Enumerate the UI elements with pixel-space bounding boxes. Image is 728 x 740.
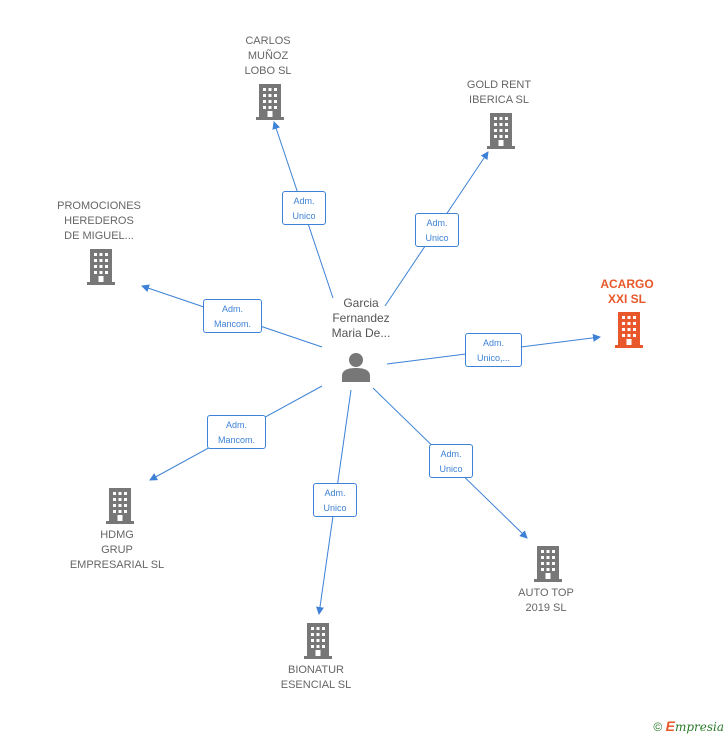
label-line: MUÑOZ <box>247 50 289 62</box>
building-icon[interactable] <box>532 546 564 582</box>
relation-line: Unico <box>292 211 316 221</box>
building-icon[interactable] <box>104 488 136 524</box>
company-label-hdmg[interactable]: HDMG GRUP EMPRESARIAL SL <box>70 528 164 573</box>
building-icon[interactable] <box>302 623 334 659</box>
relation-box-acargo[interactable]: Adm. Unico,... <box>465 333 522 367</box>
label-line: ESENCIAL SL <box>280 679 352 691</box>
relation-line: Unico <box>425 233 449 243</box>
building-icon[interactable] <box>85 249 117 285</box>
relation-line: Adm. <box>225 420 247 430</box>
relation-line: Unico,... <box>476 353 510 363</box>
brand-initial: E <box>665 718 675 734</box>
company-label-promociones[interactable]: PROMOCIONES HEREDEROS DE MIGUEL... <box>57 199 141 244</box>
relation-line: Adm. <box>324 488 346 498</box>
label-line: 2019 SL <box>525 602 567 614</box>
label-line: ACARGO <box>600 277 654 291</box>
building-icon[interactable] <box>485 113 517 149</box>
company-label-acargo[interactable]: ACARGO XXI SL <box>600 277 653 307</box>
label-line: BIONATUR <box>287 664 345 676</box>
center-name-line: Garcia <box>343 296 379 310</box>
relation-line: Unico <box>323 503 347 513</box>
company-label-autotop[interactable]: AUTO TOP 2019 SL <box>518 586 574 616</box>
relation-line: Unico <box>439 464 463 474</box>
relation-box-goldrent[interactable]: Adm. Unico <box>415 213 459 247</box>
relation-line: Mancom. <box>213 319 251 329</box>
center-name-line: Fernandez <box>332 311 390 325</box>
label-line: HDMG <box>100 529 134 541</box>
copyright-symbol: © <box>653 720 663 734</box>
relation-line: Adm. <box>293 196 315 206</box>
label-line: HEREDEROS <box>64 215 134 227</box>
building-icon-highlighted[interactable] <box>613 312 645 348</box>
label-line: AUTO TOP <box>518 587 574 599</box>
center-name-line: Maria De... <box>331 326 391 340</box>
company-label-goldrent[interactable]: GOLD RENT IBERICA SL <box>467 78 531 108</box>
label-line: GRUP <box>101 544 133 556</box>
label-line: EMPRESARIAL SL <box>69 559 165 571</box>
relation-box-carlos[interactable]: Adm. Unico <box>282 191 326 225</box>
label-line: LOBO SL <box>244 65 292 77</box>
relation-box-autotop[interactable]: Adm. Unico <box>429 444 473 478</box>
label-line: GOLD RENT <box>466 79 532 91</box>
person-icon[interactable] <box>340 352 372 382</box>
company-label-bionatur[interactable]: BIONATUR ESENCIAL SL <box>281 663 352 693</box>
label-line: XXI SL <box>607 292 646 306</box>
relation-box-bionatur[interactable]: Adm. Unico <box>313 483 357 517</box>
relation-line: Adm. <box>440 449 462 459</box>
center-person-label[interactable]: Garcia Fernandez Maria De... <box>332 296 391 341</box>
relation-box-hdmg[interactable]: Adm. Mancom. <box>207 415 266 449</box>
building-icon[interactable] <box>254 84 286 120</box>
label-line: DE MIGUEL... <box>64 230 134 242</box>
brand-watermark[interactable]: © Empresia <box>653 718 724 734</box>
label-line: IBERICA SL <box>469 94 529 106</box>
company-label-carlos[interactable]: CARLOS MUÑOZ LOBO SL <box>244 34 291 79</box>
relation-line: Adm. <box>426 218 448 228</box>
relation-line: Adm. <box>482 338 504 348</box>
label-line: CARLOS <box>245 35 291 47</box>
relation-box-promociones[interactable]: Adm. Mancom. <box>203 299 262 333</box>
relation-line: Mancom. <box>217 435 255 445</box>
label-line: PROMOCIONES <box>57 200 141 212</box>
brand-name: mpresia <box>674 720 724 734</box>
relation-line: Adm. <box>221 304 243 314</box>
